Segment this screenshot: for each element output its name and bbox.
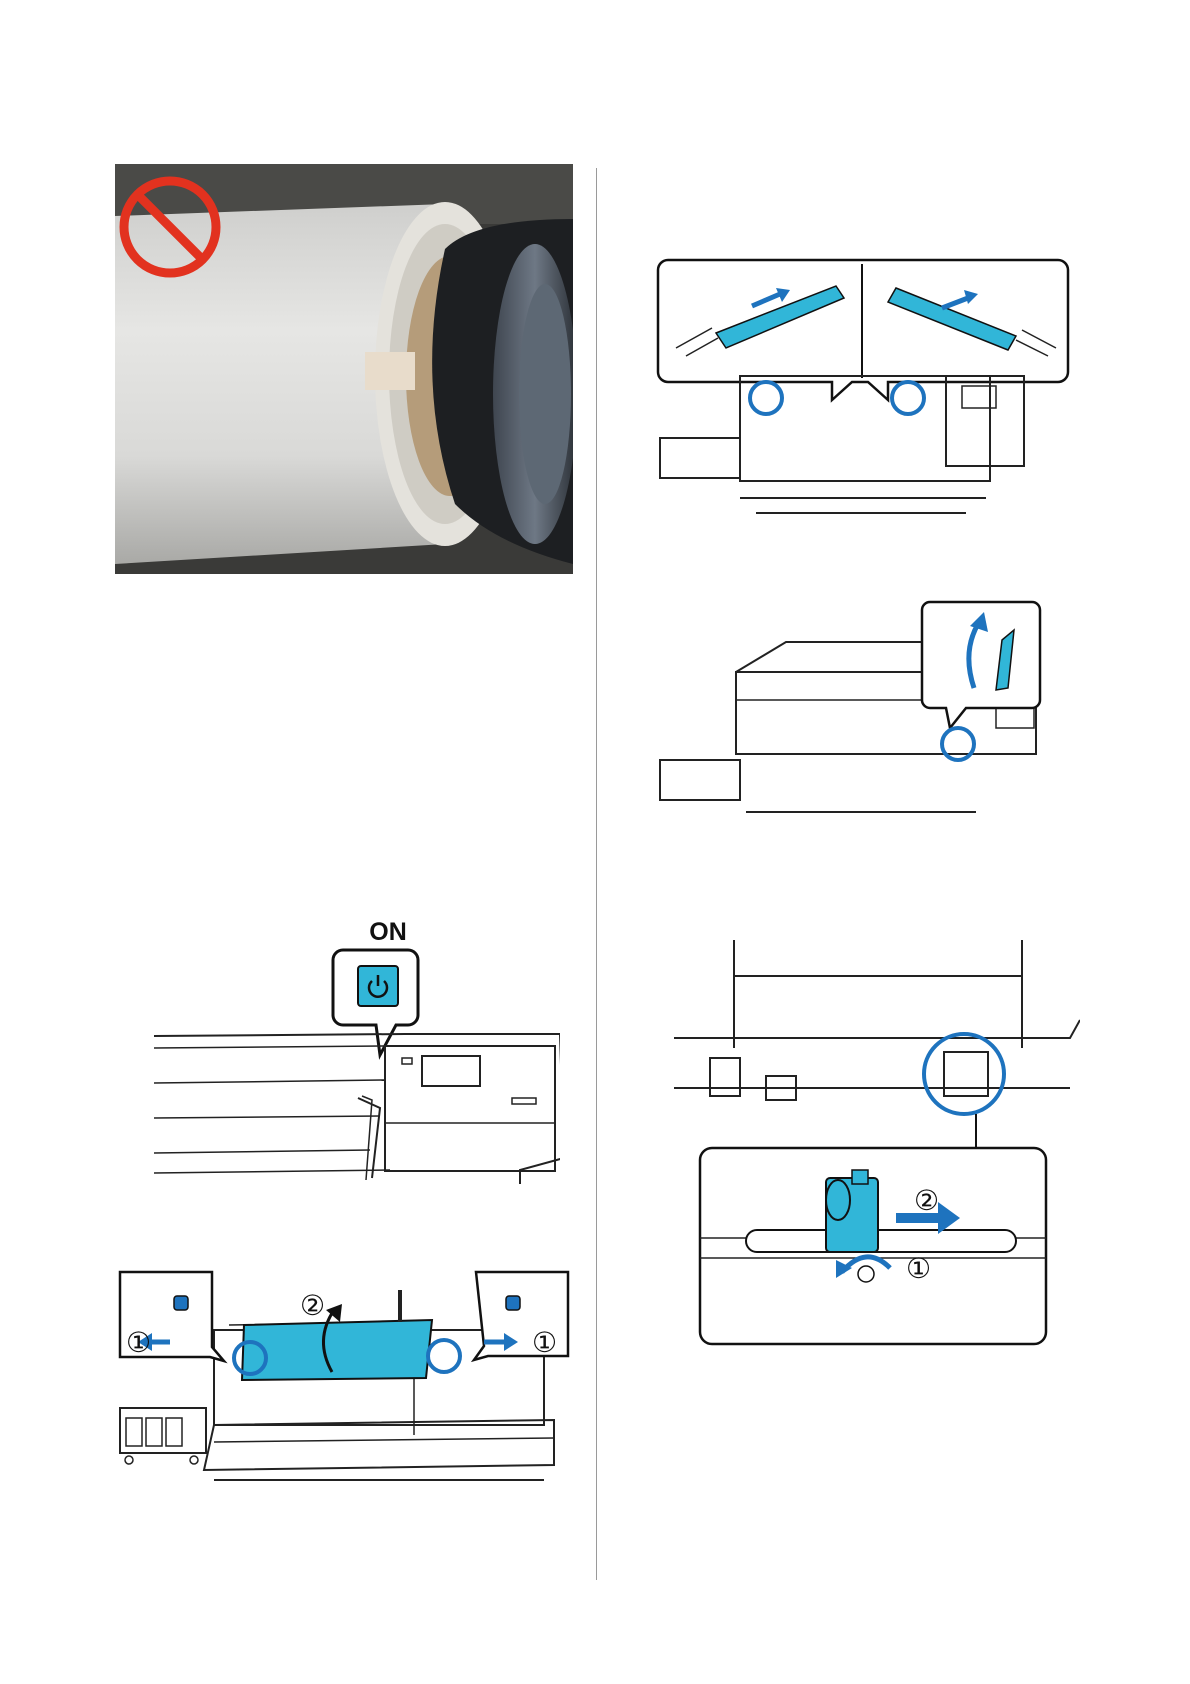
cover-lever-figure: ① ① ②: [114, 1270, 574, 1495]
holder-step-1: ①: [906, 1252, 931, 1285]
column-divider: [596, 168, 597, 1580]
lever-step-1-left: ①: [126, 1326, 151, 1359]
front-lever-figure: [656, 600, 1078, 828]
power-on-label: ON: [358, 918, 418, 947]
lever-step-2: ②: [300, 1289, 325, 1322]
edge-plate-figure: [656, 258, 1078, 526]
roll-photo: [115, 164, 573, 574]
holder-step-2: ②: [914, 1184, 939, 1217]
lever-step-1-right: ①: [532, 1326, 557, 1359]
power-on-figure: [140, 948, 560, 1190]
roll-holder-figure: ② ①: [670, 938, 1080, 1348]
power-icon: [358, 966, 398, 1006]
